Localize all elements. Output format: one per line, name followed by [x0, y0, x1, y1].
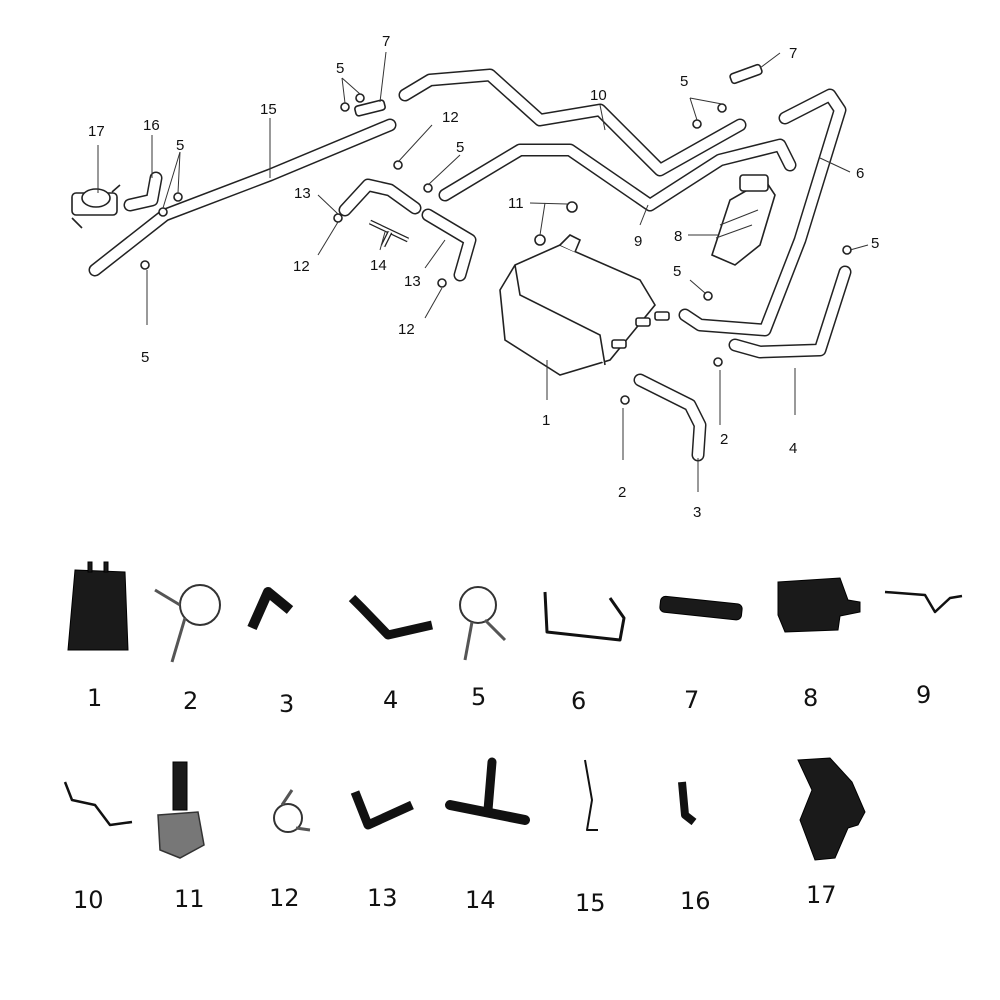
gallery-label-16: 16 — [680, 887, 711, 915]
callout-13-a: 13 — [294, 185, 311, 202]
part-7-connectors — [354, 63, 763, 117]
callout-17: 17 — [88, 123, 105, 140]
callout-12-b: 12 — [442, 109, 459, 126]
gallery-label-7: 7 — [684, 686, 699, 714]
callout-6: 6 — [856, 165, 864, 182]
parts-photo-gallery: 1 2 3 4 5 6 7 8 9 10 11 12 13 — [63, 561, 963, 917]
gallery-label-8: 8 — [803, 684, 818, 712]
callout-1: 1 — [542, 412, 550, 429]
gallery-part-12-clamp — [273, 789, 311, 833]
callout-11: 11 — [508, 195, 524, 212]
gallery-label-2: 2 — [183, 687, 198, 715]
callout-15: 15 — [260, 101, 277, 118]
gallery-label-4: 4 — [383, 686, 398, 714]
gallery-labels-row-2: 10 11 12 13 14 15 16 17 — [73, 881, 837, 917]
callout-3: 3 — [693, 504, 701, 521]
callout-12-a: 12 — [293, 258, 310, 275]
exploded-parts-diagram: 17 16 5 15 5 5 7 13 12 12 5 14 13 12 10 … — [71, 33, 879, 521]
gallery-label-10: 10 — [73, 886, 104, 914]
callout-7-a: 7 — [382, 33, 390, 50]
callout-4: 4 — [789, 440, 797, 457]
callout-5-a: 5 — [176, 137, 184, 154]
part-3-elbow-hose — [633, 373, 707, 462]
callout-13-b: 13 — [404, 273, 421, 290]
callout-5-f: 5 — [673, 263, 681, 280]
part-1-canister — [499, 234, 670, 376]
part-4-hose — [728, 265, 852, 359]
gallery-part-5-clamp — [459, 586, 507, 661]
callout-5-g: 5 — [871, 235, 879, 252]
gallery-part-14-t-connector — [445, 757, 530, 825]
gallery-part-2-clamp — [154, 584, 221, 663]
callout-2-a: 2 — [618, 484, 626, 501]
part-8-solenoid-valve — [711, 174, 776, 266]
gallery-label-1: 1 — [87, 684, 102, 712]
gallery-part-9-hose — [884, 590, 963, 614]
leader-lines — [97, 51, 869, 492]
part-10-hose — [398, 68, 747, 177]
gallery-label-13: 13 — [367, 884, 398, 912]
gallery-part-7-connector — [659, 595, 743, 621]
gallery-part-10-hose — [63, 781, 133, 827]
part-17-valve — [71, 184, 121, 229]
part-9-hose — [438, 138, 797, 212]
callout-7-b: 7 — [789, 45, 797, 62]
gallery-part-16-elbow — [678, 781, 697, 826]
gallery-part-3-elbow — [247, 587, 294, 631]
gallery-label-12: 12 — [269, 884, 300, 912]
callout-2-b: 2 — [720, 431, 728, 448]
callout-5-d: 5 — [456, 139, 464, 156]
gallery-label-9: 9 — [916, 681, 931, 709]
gallery-label-14: 14 — [465, 886, 496, 914]
gallery-part-15-hose — [584, 759, 598, 831]
callout-5-c: 5 — [336, 60, 344, 77]
part-11-bolts — [534, 201, 578, 246]
part-6-hose — [678, 88, 847, 337]
callout-10: 10 — [590, 87, 607, 104]
gallery-part-1-canister — [67, 561, 129, 651]
part-16-elbow — [123, 171, 163, 212]
callout-8: 8 — [674, 228, 682, 245]
gallery-part-8-solenoid — [777, 577, 861, 633]
gallery-part-6-hose — [543, 591, 626, 642]
gallery-label-6: 6 — [571, 687, 586, 715]
gallery-label-17: 17 — [806, 881, 837, 909]
callout-labels: 17 16 5 15 5 5 7 13 12 12 5 14 13 12 10 … — [88, 33, 879, 521]
gallery-label-11: 11 — [174, 885, 205, 913]
callout-16: 16 — [143, 117, 160, 134]
callout-5-e: 5 — [680, 73, 688, 90]
callout-14: 14 — [370, 257, 387, 274]
gallery-label-5: 5 — [471, 683, 486, 711]
gallery-part-13-hose — [350, 790, 414, 830]
gallery-part-4-hose — [348, 594, 433, 640]
callout-9: 9 — [634, 233, 642, 250]
gallery-part-17-valve — [797, 757, 866, 861]
gallery-label-3: 3 — [279, 690, 294, 718]
part-14-t-connector — [368, 219, 410, 248]
callout-5-b: 5 — [141, 349, 149, 366]
gallery-labels-row-1: 1 2 3 4 5 6 7 8 9 — [87, 681, 931, 718]
gallery-part-11-bolt — [157, 761, 205, 859]
part-15-long-hose — [88, 118, 397, 277]
part-13-hoses — [338, 178, 477, 282]
callout-12-c: 12 — [398, 321, 415, 338]
hose-clamps — [140, 93, 852, 405]
gallery-label-15: 15 — [575, 889, 606, 917]
